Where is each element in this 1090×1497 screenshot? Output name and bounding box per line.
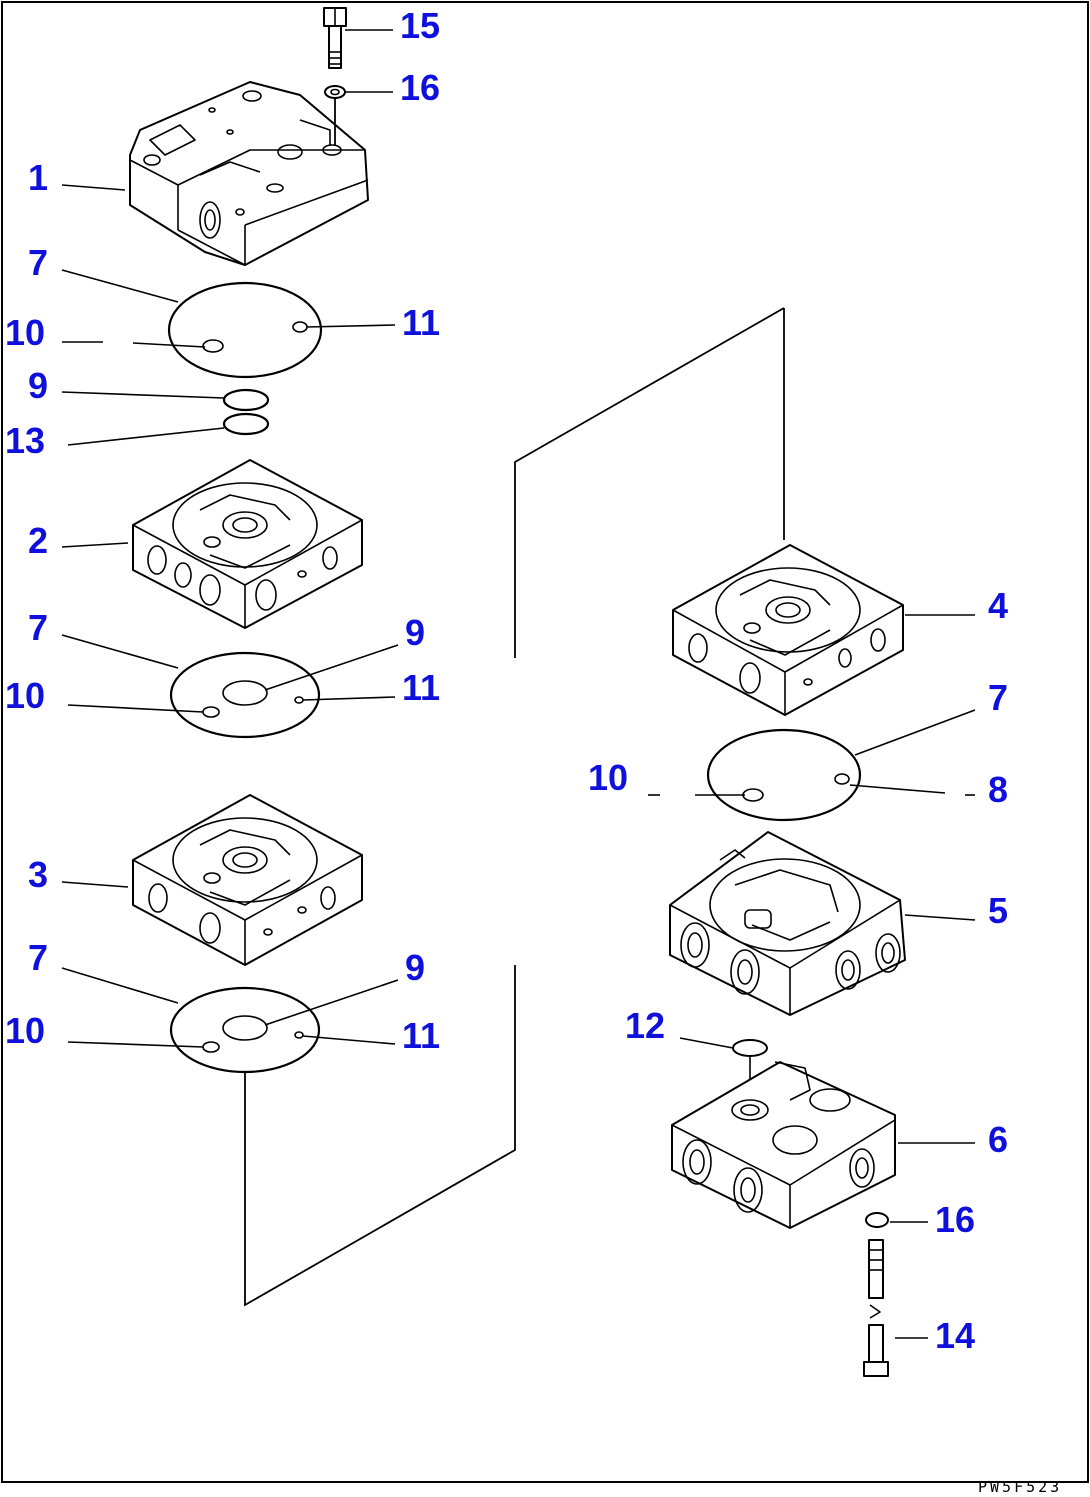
callout-6: 6 bbox=[988, 1119, 1008, 1160]
ring-part-13 bbox=[222, 412, 270, 436]
callout-7-top: 7 bbox=[28, 242, 48, 283]
callout-9-middle: 9 bbox=[405, 612, 425, 653]
callout-15: 15 bbox=[400, 5, 440, 46]
callout-11-middle: 11 bbox=[402, 667, 440, 708]
bolt-part-15 bbox=[323, 7, 347, 69]
assembly-chain-lines bbox=[244, 98, 785, 1307]
ring-part-9-top bbox=[222, 388, 270, 412]
callout-10-top: 10 bbox=[5, 312, 45, 353]
valve-section-part-5 bbox=[669, 831, 906, 1016]
gasket-part-7-middle bbox=[169, 651, 321, 739]
valve-section-part-4 bbox=[672, 544, 904, 716]
gasket-part-7-right bbox=[706, 728, 862, 822]
callout-2: 2 bbox=[28, 520, 48, 561]
callout-12: 12 bbox=[625, 1005, 665, 1046]
callout-5: 5 bbox=[988, 890, 1008, 931]
callout-4: 4 bbox=[988, 585, 1008, 626]
gasket-part-7-lower bbox=[169, 986, 321, 1074]
callout-9-top: 9 bbox=[28, 365, 48, 406]
drawing-code: PW5F523 bbox=[978, 1478, 1062, 1496]
callout-10-right: 10 bbox=[588, 757, 628, 798]
tie-bolt-part-14 bbox=[863, 1239, 889, 1377]
callout-1: 1 bbox=[28, 157, 48, 198]
callout-7-right: 7 bbox=[988, 677, 1008, 718]
callout-7-lower: 7 bbox=[28, 937, 48, 978]
callout-9-lower: 9 bbox=[405, 947, 425, 988]
washer-part-16-top bbox=[324, 85, 346, 99]
callout-16-top: 16 bbox=[400, 67, 440, 108]
callout-8: 8 bbox=[988, 769, 1008, 810]
valve-section-part-2 bbox=[132, 459, 363, 629]
callout-10-middle: 10 bbox=[5, 675, 45, 716]
leader-lines bbox=[61, 29, 976, 1339]
end-block-part-6 bbox=[671, 1061, 896, 1229]
callout-14: 14 bbox=[935, 1315, 975, 1356]
callout-11-top: 11 bbox=[402, 302, 440, 343]
callout-11-lower: 11 bbox=[402, 1015, 440, 1056]
washer-part-16-bottom bbox=[865, 1212, 889, 1228]
gasket-part-7-top bbox=[167, 281, 323, 379]
callout-3: 3 bbox=[28, 854, 48, 895]
valve-section-part-3 bbox=[132, 794, 363, 966]
callout-labels: 15 16 1 7 10 11 9 13 2 7 9 10 11 3 7 9 1… bbox=[5, 5, 1008, 1356]
cover-block-part-1 bbox=[129, 81, 369, 266]
callout-16-bottom: 16 bbox=[935, 1199, 975, 1240]
callout-13: 13 bbox=[5, 420, 45, 461]
callout-10-lower: 10 bbox=[5, 1010, 45, 1051]
callout-7-middle: 7 bbox=[28, 607, 48, 648]
